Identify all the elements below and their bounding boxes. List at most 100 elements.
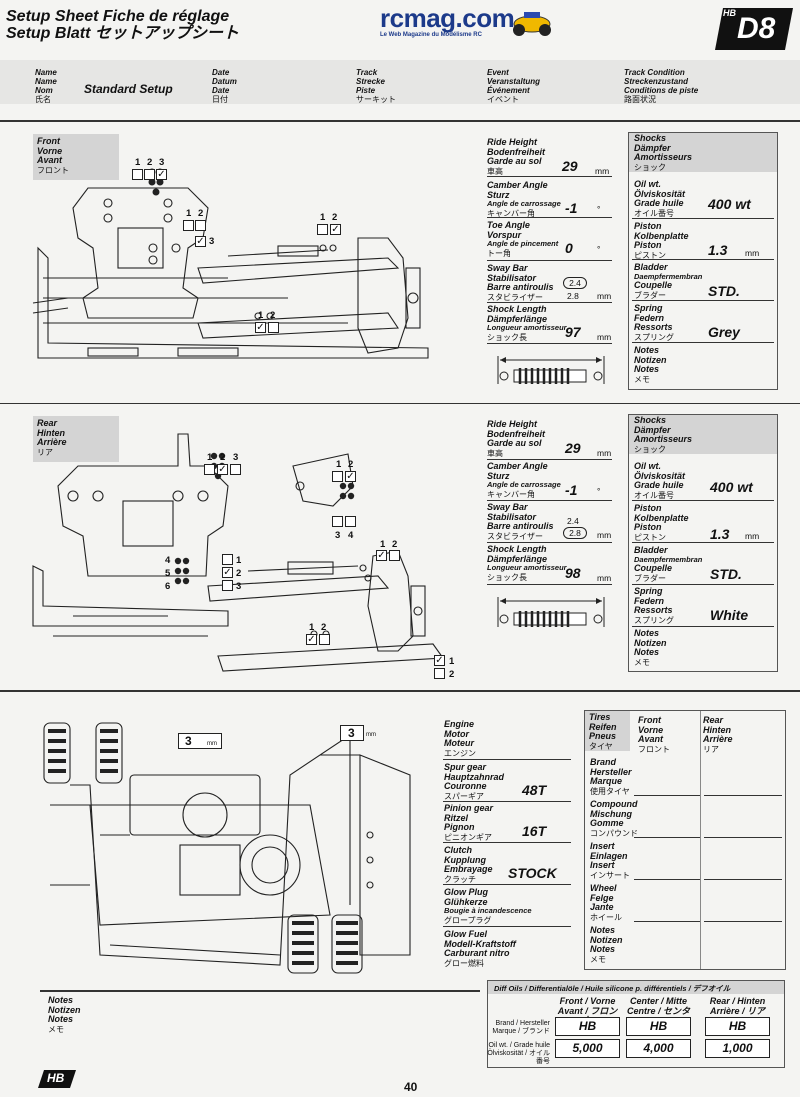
rear-sway-option-2.8[interactable]: 2.8 bbox=[563, 527, 587, 539]
diff-center-brand[interactable]: HB bbox=[626, 1017, 691, 1036]
rear-link-check-1[interactable]: ✓ bbox=[434, 655, 445, 666]
clutch-gap-box[interactable]: 3 mm bbox=[178, 733, 222, 749]
front-arm-num-1: 1 bbox=[186, 208, 192, 219]
rear-arm-check-1[interactable]: ✓ bbox=[306, 634, 317, 645]
front-tower-check-2[interactable] bbox=[144, 169, 155, 180]
footer-logo-shape bbox=[38, 1070, 76, 1088]
rule bbox=[487, 302, 612, 303]
rcmag-logo: rcmag.com Le Web Magazine du Modélisme R… bbox=[380, 4, 520, 48]
front-ride-height-unit: mm bbox=[595, 166, 610, 176]
front-shock-icon bbox=[497, 356, 605, 384]
title-line-1: Setup Sheet Fiche de réglage bbox=[6, 8, 230, 25]
diff-center-oil[interactable]: 4,000 bbox=[626, 1039, 691, 1058]
clutch-gap-value: 3 bbox=[185, 734, 192, 748]
rear-ride-height-value[interactable]: 29 bbox=[565, 440, 581, 456]
front-shock-length-value[interactable]: 97 bbox=[565, 324, 581, 340]
rear-camber-value[interactable]: -1 bbox=[565, 482, 578, 498]
info-row bbox=[0, 60, 800, 104]
rear-mount-num-4: 4 bbox=[165, 555, 171, 566]
rule bbox=[632, 500, 774, 501]
model-badge: HB D8 bbox=[715, 4, 795, 54]
name-value[interactable]: Standard Setup bbox=[84, 82, 173, 96]
front-arm-check-3[interactable]: ✓ bbox=[195, 236, 206, 247]
rule bbox=[487, 217, 612, 218]
rear-hub-check-2[interactable]: ✓ bbox=[345, 471, 356, 482]
diff-col-front: Front / Vorne Avant / フロント HB 5,000 bbox=[555, 996, 620, 1058]
diff-rear-brand[interactable]: HB bbox=[705, 1017, 770, 1036]
rear-sway-option-2.4[interactable]: 2.4 bbox=[567, 516, 579, 526]
diff-front-brand[interactable]: HB bbox=[555, 1017, 620, 1036]
rear-hub-num-2: 2 bbox=[348, 459, 354, 470]
rear-tower-check-2[interactable]: ✓ bbox=[217, 464, 228, 475]
rear-camber-check-1[interactable]: ✓ bbox=[376, 550, 387, 561]
rule bbox=[632, 542, 774, 543]
rear-hub-check-3[interactable] bbox=[332, 516, 343, 527]
sheet-title: Setup Sheet Fiche de réglage Setup Blatt… bbox=[6, 8, 239, 42]
front-tower-check-1[interactable] bbox=[132, 169, 143, 180]
rear-arm-check-2[interactable] bbox=[319, 634, 330, 645]
front-hub-num-2: 2 bbox=[332, 212, 338, 223]
rear-shock-length-value[interactable]: 98 bbox=[565, 565, 581, 581]
tire-rear-compound-line[interactable] bbox=[704, 837, 782, 838]
tire-front-compound-line[interactable] bbox=[634, 837, 700, 838]
front-camber-check-1[interactable]: ✓ bbox=[255, 322, 266, 333]
tire-rear-wheel-line[interactable] bbox=[704, 921, 782, 922]
front-toe-value[interactable]: 0 bbox=[565, 240, 573, 256]
rule bbox=[632, 300, 774, 301]
rule bbox=[632, 218, 774, 219]
rear-spring-value[interactable]: White bbox=[710, 607, 749, 623]
rear-camber-check-2[interactable] bbox=[389, 550, 400, 561]
rear-bladder-value[interactable]: STD. bbox=[710, 566, 742, 582]
front-oil-value[interactable]: 400 wt bbox=[708, 196, 751, 212]
rear-tower-check-1[interactable] bbox=[204, 464, 215, 475]
front-arm-check-1[interactable] bbox=[183, 220, 194, 231]
rear-shock-length-unit: mm bbox=[597, 573, 612, 583]
front-bladder-value[interactable]: STD. bbox=[708, 283, 740, 299]
rear-hub-check-4[interactable] bbox=[345, 516, 356, 527]
spur-gear-value[interactable]: 48T bbox=[522, 782, 547, 798]
front-sway-option-2.8[interactable]: 2.8 bbox=[567, 291, 579, 301]
front-arm-num-3: 3 bbox=[209, 236, 215, 247]
rear-oil-value[interactable]: 400 wt bbox=[710, 479, 753, 495]
front-ride-height-value[interactable]: 29 bbox=[562, 158, 578, 174]
front-camber-check-2[interactable] bbox=[268, 322, 279, 333]
front-camber-value[interactable]: -1 bbox=[565, 200, 578, 216]
rear-link-check-2[interactable] bbox=[434, 668, 445, 679]
tire-front-brand-line[interactable] bbox=[634, 795, 700, 796]
rear-hub-check-1[interactable] bbox=[332, 471, 343, 482]
rule bbox=[632, 626, 774, 627]
front-hub-check-1[interactable] bbox=[317, 224, 328, 235]
tire-rear-insert-line[interactable] bbox=[704, 879, 782, 880]
rear-mount-check-1[interactable] bbox=[222, 554, 233, 565]
hub-gap-box[interactable]: 3 bbox=[340, 725, 364, 741]
hub-gap-value: 3 bbox=[348, 726, 355, 740]
front-tower-check-3[interactable]: ✓ bbox=[156, 169, 167, 180]
front-piston-value[interactable]: 1.3 bbox=[708, 242, 728, 258]
front-sway-option-2.4[interactable]: 2.4 bbox=[563, 277, 587, 289]
rule bbox=[487, 459, 612, 460]
rear-ride-height-unit: mm bbox=[597, 448, 612, 458]
rear-piston-value[interactable]: 1.3 bbox=[710, 526, 730, 542]
front-camber-num-1: 1 bbox=[258, 310, 264, 321]
diff-front-oil[interactable]: 5,000 bbox=[555, 1039, 620, 1058]
tires-table bbox=[584, 710, 786, 970]
rear-mount-check-2[interactable]: ✓ bbox=[222, 567, 233, 578]
clutch-value[interactable]: STOCK bbox=[508, 865, 557, 881]
rear-mount-check-3[interactable] bbox=[222, 580, 233, 591]
tires-column-divider bbox=[700, 711, 701, 969]
front-hub-check-2[interactable]: ✓ bbox=[330, 224, 341, 235]
tire-front-wheel-line[interactable] bbox=[634, 921, 700, 922]
front-arm-check-2[interactable] bbox=[195, 220, 206, 231]
rear-mount-num-5: 5 bbox=[165, 568, 171, 579]
tire-rear-brand-line[interactable] bbox=[704, 795, 782, 796]
tire-front-insert-line[interactable] bbox=[634, 879, 700, 880]
pinion-gear-value[interactable]: 16T bbox=[522, 823, 547, 839]
rear-tower-check-3[interactable] bbox=[230, 464, 241, 475]
diff-rear-oil[interactable]: 1,000 bbox=[705, 1039, 770, 1058]
front-spring-value[interactable]: Grey bbox=[708, 324, 740, 340]
